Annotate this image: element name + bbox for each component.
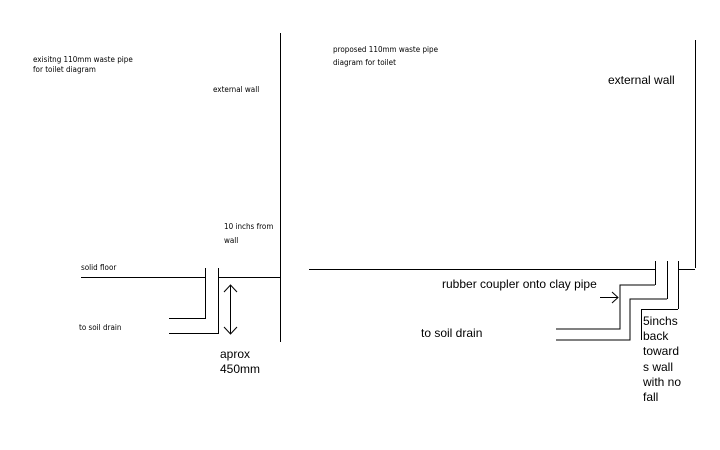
left-soil-drain-label: to soil drain [79,323,122,332]
right-coupler-arrow-head [611,291,619,304]
right-offset-line: toward [643,344,680,359]
left-gap-note: 10 inchs from wall [224,222,273,246]
right-soil-drain-label: to soil drain [421,326,483,340]
right-offset-line: s wall [643,359,674,374]
left-title: exisitng 110mm waste pipe for toilet dia… [33,55,133,75]
right-pipe-step-outer [556,298,667,341]
left-gap-note-line2: wall [224,236,239,245]
left-gap-note-line1: 10 inchs from [224,222,274,231]
right-offset-line: fall [643,390,659,405]
left-solid-floor-label: solid floor [81,263,117,272]
left-title-line2: for toilet diagram [33,65,96,74]
right-title: proposed 110mm waste pipe diagram for to… [333,45,438,68]
left-title-line1: exisitng 110mm waste pipe [33,55,133,64]
right-pipe-step-inner [556,284,655,330]
right-coupler-label: rubber coupler onto clay pipe [442,277,597,291]
right-offset-line: back [643,329,669,344]
left-depth-arrow-head-top [223,284,238,293]
right-title-line2: diagram for toilet [333,58,396,67]
left-depth-arrow-head-bottom [223,326,238,335]
right-offset-line: with no [643,374,682,389]
right-external-wall-label: external wall [608,73,675,87]
left-external-wall-label: external wall [213,85,260,94]
left-depth-line1: aprox [220,347,251,361]
right-offset-note: 5inchs back toward s wall with no fall [643,314,681,405]
right-title-line1: proposed 110mm waste pipe [333,45,439,54]
left-depth-label: aprox 450mm [220,347,260,377]
right-offset-line: 5inchs [643,314,678,328]
left-depth-line2: 450mm [220,362,261,376]
